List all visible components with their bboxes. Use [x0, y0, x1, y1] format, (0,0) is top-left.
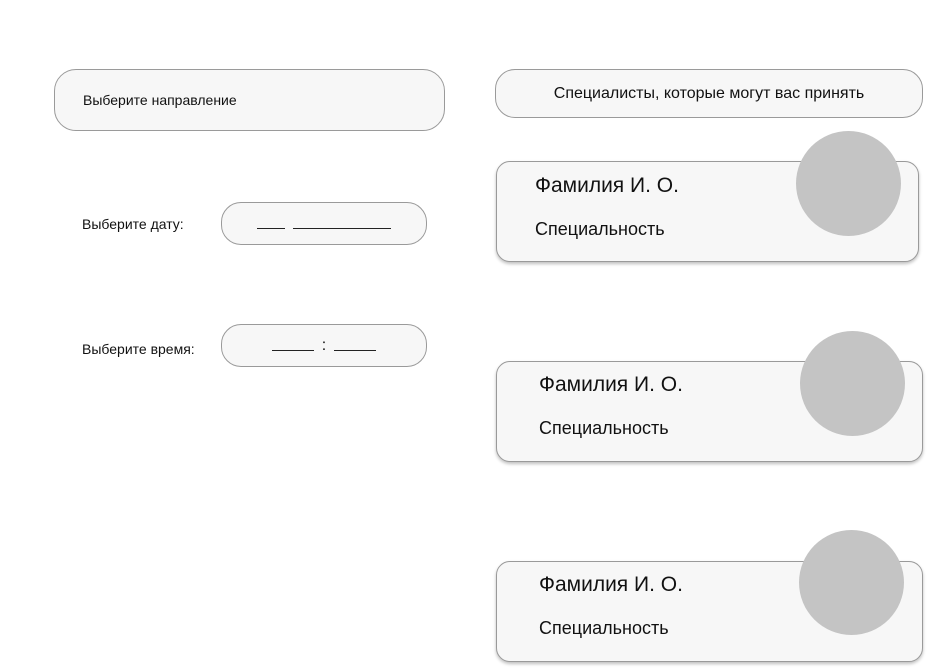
specialist-specialty: Специальность [535, 219, 665, 239]
date-input[interactable] [221, 202, 427, 245]
date-month-blank [293, 218, 391, 229]
specialist-avatar [796, 131, 901, 236]
specialist-name: Фамилия И. О. [535, 174, 679, 197]
time-separator: : [321, 336, 327, 354]
direction-select[interactable]: Выберите направление [54, 69, 445, 131]
time-hours-blank [271, 340, 314, 351]
specialist-avatar [800, 331, 905, 436]
date-label: Выберите дату: [82, 216, 184, 232]
specialists-header-text: Специалисты, которые могут вас принять [553, 84, 865, 102]
specialist-name: Фамилия И. О. [539, 373, 683, 396]
specialists-header: Специалисты, которые могут вас принять [495, 69, 923, 118]
specialist-specialty: Специальность [539, 418, 669, 438]
time-input[interactable]: : [221, 324, 427, 367]
time-label: Выберите время: [82, 341, 195, 357]
specialist-specialty: Специальность [539, 618, 669, 638]
specialist-avatar [799, 530, 904, 635]
time-minutes-blank [334, 340, 377, 351]
specialist-name: Фамилия И. О. [539, 573, 683, 596]
date-day-blank [257, 218, 285, 229]
direction-select-label: Выберите направление [83, 92, 237, 108]
